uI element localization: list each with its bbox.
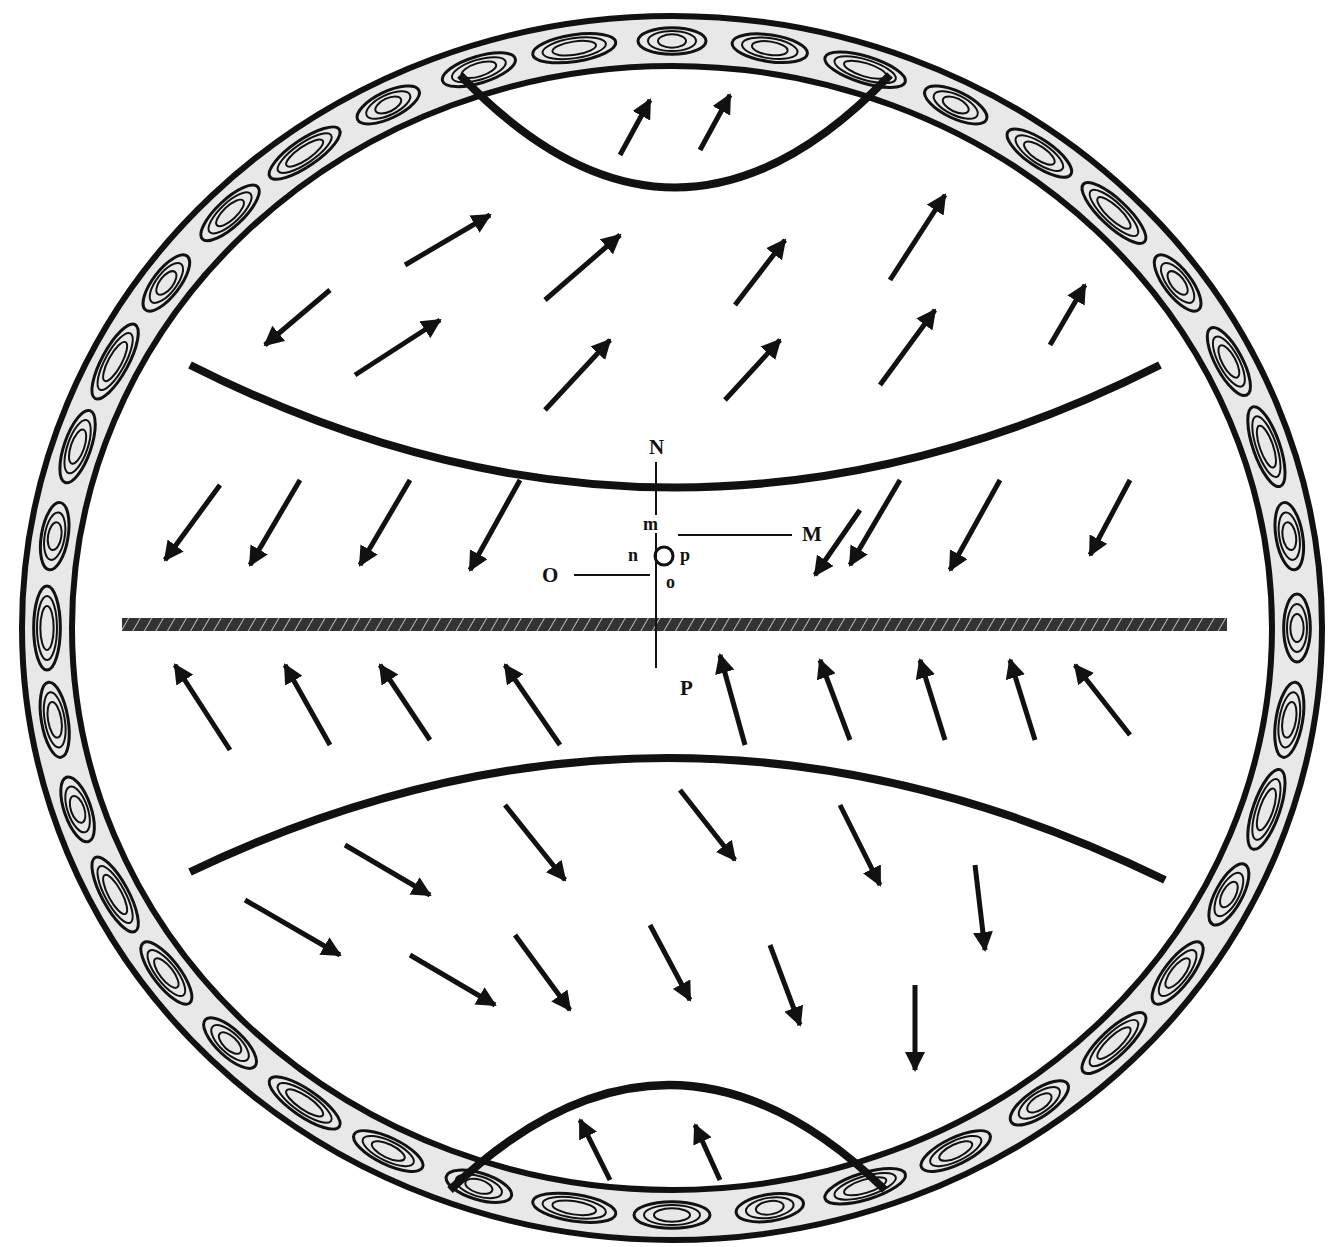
wind-arrow: [250, 480, 300, 565]
ring-swirl: [83, 851, 146, 938]
wind-arrow: [470, 480, 520, 570]
wind-arrow: [620, 100, 650, 155]
wind-arrow: [1090, 480, 1130, 555]
wind-arrow: [580, 1120, 610, 1180]
wind-arrow: [913, 985, 918, 1070]
wind-arrow: [1075, 665, 1130, 735]
wind-arrow: [545, 340, 610, 410]
wind-arrow: [515, 935, 570, 1010]
wind-arrow: [720, 655, 745, 745]
wind-arrow: [1050, 285, 1085, 345]
point-letter: m: [641, 515, 660, 533]
wind-arrow: [920, 660, 945, 740]
zone-arc: [190, 758, 1165, 880]
wind-arrow: [975, 865, 985, 950]
point-letter: O: [540, 565, 560, 586]
ring-swirl: [193, 177, 267, 249]
ring-swirl: [734, 1190, 805, 1226]
wind-arrow: [1010, 660, 1035, 740]
point-letter: p: [678, 546, 692, 564]
point-letter: n: [626, 546, 640, 564]
wind-arrow: [345, 845, 430, 895]
ring-swirl: [638, 28, 706, 55]
ring-swirl: [634, 1202, 710, 1229]
wind-arrows: [165, 95, 1130, 1180]
ring-swirl: [34, 586, 61, 670]
ring-swirl: [1270, 680, 1309, 759]
wind-arrow: [175, 665, 230, 750]
ring-swirl: [133, 935, 201, 1011]
point-letter: o: [664, 573, 677, 591]
wind-arrow: [890, 195, 945, 280]
ring-swirl: [531, 29, 618, 68]
equator-band: [122, 618, 1227, 631]
wind-arrow: [700, 95, 730, 150]
ring-swirl: [35, 680, 74, 759]
wind-arrow: [165, 485, 220, 560]
ring-swirl: [348, 1123, 428, 1180]
wind-arrow: [355, 320, 440, 375]
point-letter: M: [800, 524, 824, 545]
ring-fill: [47, 41, 1297, 1215]
ring-swirl: [196, 1010, 264, 1076]
ring-inner: [72, 66, 1272, 1190]
wind-arrow: [770, 945, 800, 1025]
wind-arrow: [405, 215, 490, 265]
zone-arc: [450, 1085, 885, 1190]
ring-swirl: [1146, 248, 1209, 318]
point-letter: N: [647, 437, 666, 458]
ring-swirl: [83, 318, 146, 405]
wind-arrow: [265, 290, 330, 345]
wind-arrow: [725, 340, 780, 400]
wind-arrow: [950, 480, 1000, 570]
axis-line: [574, 574, 650, 576]
wind-arrow: [360, 480, 410, 565]
zone-arc: [460, 75, 890, 188]
diagram-axes: [574, 462, 792, 668]
ring-swirl: [1074, 174, 1153, 251]
ring-outer: [22, 16, 1322, 1240]
ring-swirl: [1004, 1073, 1075, 1133]
ring-swirl: [135, 248, 198, 318]
wind-arrow: [245, 900, 340, 955]
ring-swirl: [916, 1123, 996, 1180]
wind-arrow: [840, 805, 880, 885]
ring-swirl: [262, 118, 346, 187]
ring-swirl: [1000, 121, 1078, 186]
axis-line: [655, 462, 657, 668]
wind-arrow: [380, 665, 430, 740]
wind-arrow: [880, 310, 935, 385]
point-letter: P: [678, 678, 695, 699]
wind-arrow: [850, 480, 900, 565]
zone-arcs: [190, 75, 1165, 1190]
wind-arrow: [410, 955, 495, 1005]
wind-arrow: [505, 665, 560, 745]
particle-circle: [655, 547, 673, 565]
ring-swirl: [531, 1188, 618, 1227]
wind-arrow: [735, 240, 785, 305]
wind-arrow: [695, 1125, 720, 1180]
wind-arrow: [545, 235, 620, 300]
ring-swirl: [36, 500, 74, 571]
wind-arrow: [505, 805, 565, 880]
ring-swirl: [1199, 322, 1259, 402]
ring-swirl: [1201, 858, 1257, 930]
wind-arrow: [680, 790, 735, 860]
ring-swirl: [1271, 500, 1309, 571]
wind-arrow: [820, 660, 850, 740]
atmosphere-ring: [22, 16, 1322, 1240]
wind-arrow: [285, 665, 330, 745]
ring-swirl: [1284, 594, 1311, 662]
ring-swirl: [1074, 1005, 1153, 1082]
axis-line: [678, 534, 792, 536]
ring-swirl: [730, 29, 809, 67]
ring-swirl: [1144, 935, 1212, 1011]
wind-arrow: [650, 925, 690, 1000]
ring-swirl: [262, 1068, 346, 1137]
zone-arc: [190, 365, 1160, 488]
